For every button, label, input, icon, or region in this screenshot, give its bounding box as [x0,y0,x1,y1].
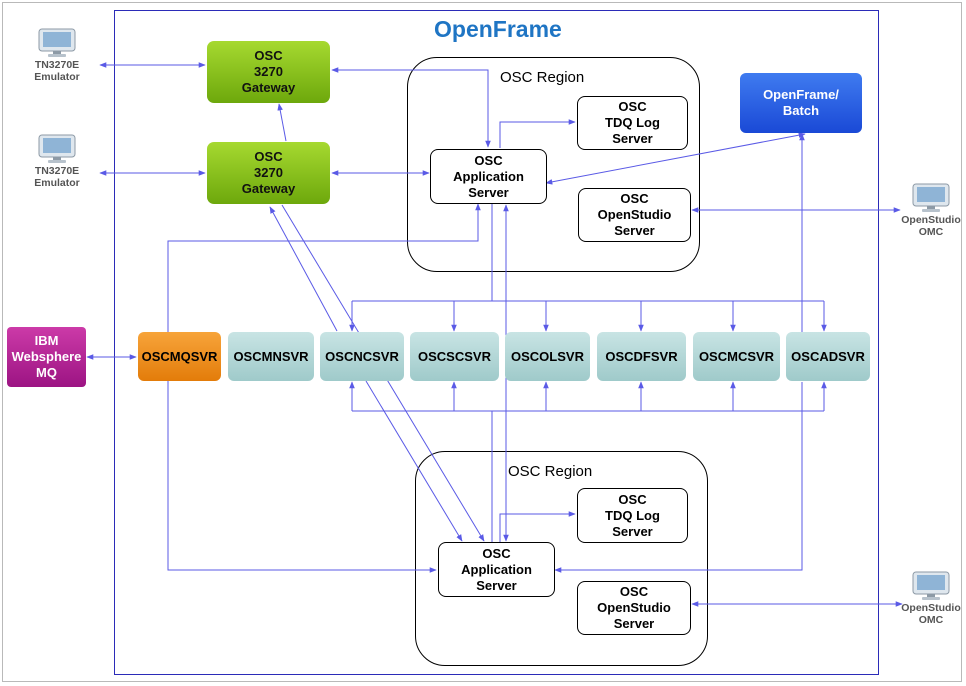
server-oscmcsvr: OSCMCSVR [693,332,780,381]
server-oscscsvr: OSCSCSVR [410,332,499,381]
openstudio-omc-top-label: OpenStudio OMC [901,214,961,238]
openframe-boundary [114,10,879,675]
server-oscmqsvr: OSCMQSVR [138,332,221,381]
tn3270e-emulator-top-label: TN3270E Emulator [34,59,80,83]
osc-openstudio-server-top: OSC OpenStudio Server [578,188,691,242]
monitor-icon [912,571,950,600]
osc-tdq-log-server-top: OSC TDQ Log Server [577,96,688,150]
tn3270e-emulator-mid-label: TN3270E Emulator [34,165,80,189]
tn3270e-emulator-top: TN3270E Emulator [22,28,92,83]
server-oscmnsvr: OSCMNSVR [228,332,314,381]
wire-adsvr-app-bottom [554,382,803,573]
osc-application-server-bottom: OSC Application Server [438,542,555,597]
osc-openstudio-server-bottom: OSC OpenStudio Server [577,581,691,635]
osc-3270-gateway-top: OSC 3270 Gateway [207,41,330,103]
wire-ncsvr-app-bottom [365,380,463,542]
osc-tdq-log-server-bottom: OSC TDQ Log Server [577,488,688,543]
server-oscolsvr: OSCOLSVR [505,332,590,381]
osc-application-server-top: OSC Application Server [430,149,547,204]
server-oscdfsvr: OSCDFSVR [597,332,686,381]
wire-app-batch [545,132,806,185]
monitor-icon [912,183,950,212]
ibm-websphere-mq: IBM Websphere MQ [7,327,86,387]
openframe-batch: OpenFrame/ Batch [740,73,862,133]
monitor-icon [38,28,76,57]
osc-region-bottom-title: OSC Region [508,463,593,480]
openstudio-omc-bottom-label: OpenStudio OMC [901,602,961,626]
wire-app-tdq-top [499,119,576,148]
tn3270e-emulator-mid: TN3270E Emulator [22,134,92,189]
wire-app-tdq-bottom [499,511,576,542]
wire-mqsvr-app-bottom [167,381,437,573]
monitor-icon [38,134,76,163]
osc-region-top-title: OSC Region [500,69,585,86]
openstudio-omc-bottom: OpenStudio OMC [896,571,966,626]
openstudio-omc-top: OpenStudio OMC [896,183,966,238]
diagram-title: OpenFrame [434,16,562,42]
server-oscadsvr: OSCADSVR [786,332,870,381]
osc-3270-gateway-mid: OSC 3270 Gateway [207,142,330,204]
server-oscncsvr: OSCNCSVR [320,332,404,381]
wire-mqsvr-app-top [167,203,481,332]
wire-gateway-top-app [331,67,491,148]
wire-ncsvr-gateway [269,206,338,332]
wire-gateway-mid-up [277,103,287,142]
